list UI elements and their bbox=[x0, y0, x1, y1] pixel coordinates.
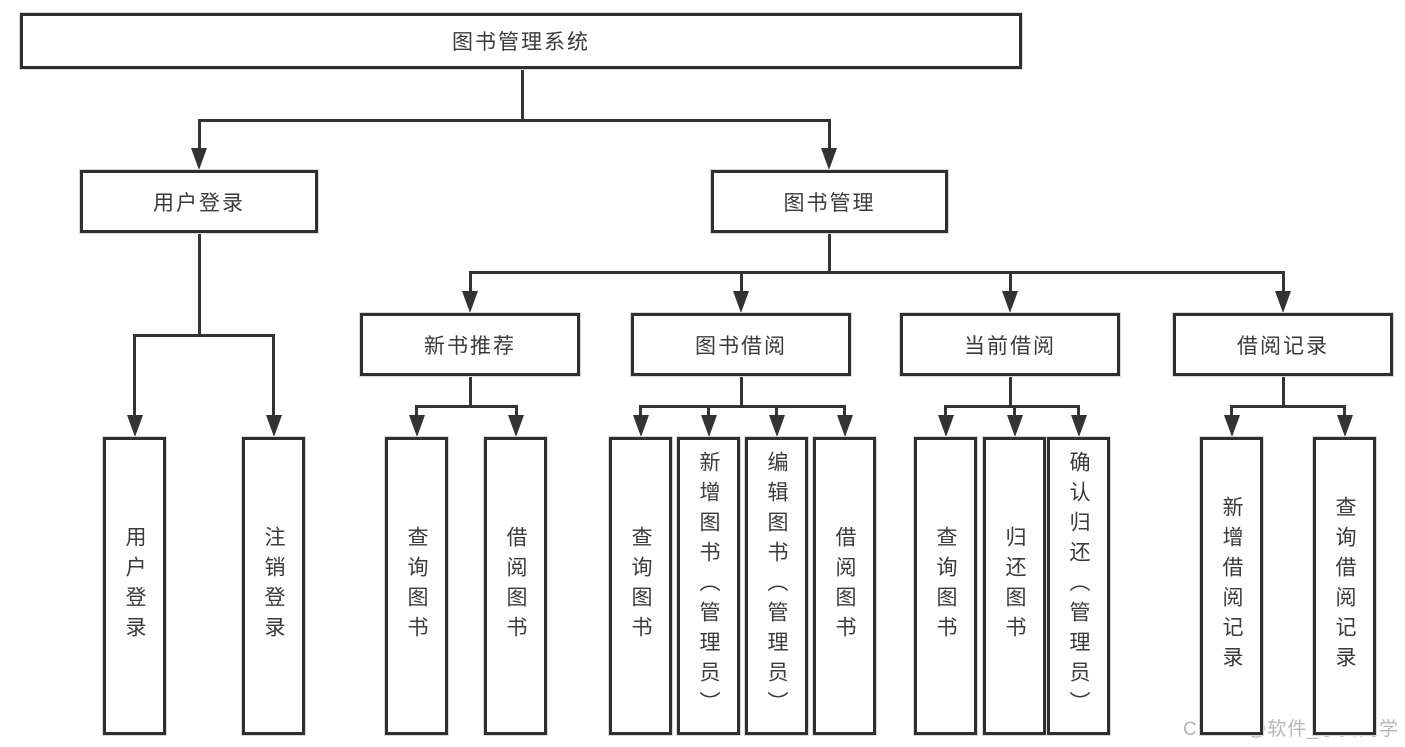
node-root: 图书管理系统 bbox=[20, 13, 1022, 69]
node-leaf-edit-books: 编辑图书（管理员） bbox=[745, 437, 808, 735]
node-book-borrowing: 图书借阅 bbox=[631, 313, 851, 376]
arrowhead-down-icon bbox=[462, 291, 478, 313]
arrowhead-down-icon bbox=[768, 415, 785, 437]
node-leaf-add-books: 新增图书（管理员） bbox=[677, 437, 740, 735]
connector-line bbox=[1343, 406, 1346, 418]
node-label-book-borrowing: 图书借阅 bbox=[695, 334, 787, 358]
connector-line bbox=[197, 120, 201, 151]
node-label-current-borrowing: 当前借阅 bbox=[964, 334, 1056, 358]
node-label-leaf-logout: 注销登录 bbox=[262, 526, 285, 646]
connector-line bbox=[272, 335, 275, 418]
node-leaf-query-borrow-rec: 查询借阅记录 bbox=[1313, 437, 1376, 735]
node-label-book-management: 图书管理 bbox=[783, 191, 876, 215]
node-new-book-recommend: 新书推荐 bbox=[360, 313, 580, 376]
arrowhead-down-icon bbox=[1002, 291, 1018, 313]
arrowhead-down-icon bbox=[126, 415, 143, 437]
connector-line bbox=[639, 404, 846, 408]
connector-line bbox=[468, 272, 472, 294]
node-label-leaf-add-borrow-rec: 新增借阅记录 bbox=[1220, 496, 1243, 676]
node-leaf-query-books-2: 查询图书 bbox=[609, 437, 672, 735]
connector-line bbox=[827, 233, 831, 272]
connector-line bbox=[1230, 404, 1346, 408]
connector-line bbox=[944, 404, 1080, 408]
connector-line bbox=[739, 272, 743, 294]
arrowhead-down-icon bbox=[1223, 415, 1240, 437]
connector-line bbox=[133, 333, 275, 337]
node-borrowing-records: 借阅记录 bbox=[1173, 313, 1393, 376]
arrowhead-down-icon bbox=[632, 415, 649, 437]
arrowhead-down-icon bbox=[1006, 415, 1023, 437]
connector-line bbox=[197, 118, 831, 122]
node-leaf-confirm-return: 确认归还（管理员） bbox=[1047, 437, 1110, 735]
node-label-new-book-recommend: 新书推荐 bbox=[424, 334, 516, 358]
connector-line bbox=[197, 233, 201, 335]
node-user-login: 用户登录 bbox=[80, 170, 318, 233]
node-leaf-return-books: 归还图书 bbox=[983, 437, 1046, 735]
node-label-leaf-query-books-3: 查询图书 bbox=[934, 526, 957, 646]
connector-line bbox=[843, 406, 846, 418]
node-label-leaf-query-books-2: 查询图书 bbox=[629, 526, 652, 646]
connector-line bbox=[514, 406, 518, 418]
node-label-borrowing-records: 借阅记录 bbox=[1237, 334, 1329, 358]
connector-line bbox=[707, 406, 710, 418]
node-leaf-borrow-books-1: 借阅图书 bbox=[484, 437, 547, 735]
arrowhead-down-icon bbox=[937, 415, 954, 437]
connector-line bbox=[1008, 376, 1012, 406]
arrowhead-down-icon bbox=[508, 415, 524, 437]
node-leaf-query-books-3: 查询图书 bbox=[914, 437, 977, 735]
node-label-leaf-query-borrow-rec: 查询借阅记录 bbox=[1333, 496, 1356, 676]
connector-line bbox=[739, 376, 743, 406]
node-label-leaf-return-books: 归还图书 bbox=[1003, 526, 1026, 646]
node-leaf-logout: 注销登录 bbox=[242, 437, 305, 735]
connector-line bbox=[775, 406, 778, 418]
connector-line bbox=[1230, 406, 1233, 418]
connector-line bbox=[468, 270, 1285, 274]
node-label-leaf-edit-books: 编辑图书（管理员） bbox=[765, 451, 788, 721]
node-label-leaf-user-login: 用户登录 bbox=[123, 526, 146, 646]
node-current-borrowing: 当前借阅 bbox=[900, 313, 1120, 376]
arrowhead-down-icon bbox=[265, 415, 282, 437]
node-label-leaf-query-books-1: 查询图书 bbox=[405, 526, 428, 646]
connector-line bbox=[468, 376, 472, 406]
node-label-leaf-confirm-return: 确认归还（管理员） bbox=[1067, 451, 1090, 721]
node-label-leaf-borrow-books-1: 借阅图书 bbox=[504, 526, 527, 646]
arrowhead-down-icon bbox=[836, 415, 853, 437]
connector-line bbox=[944, 406, 947, 418]
connector-line bbox=[520, 69, 524, 120]
connector-line bbox=[415, 404, 518, 408]
connector-line bbox=[1281, 376, 1285, 406]
connector-line bbox=[827, 120, 831, 151]
connector-line bbox=[415, 406, 418, 418]
node-leaf-borrow-books-2: 借阅图书 bbox=[813, 437, 876, 735]
connector-line bbox=[1077, 406, 1080, 418]
node-leaf-add-borrow-rec: 新增借阅记录 bbox=[1200, 437, 1263, 735]
connector-line bbox=[1013, 406, 1016, 418]
arrowhead-down-icon bbox=[408, 415, 425, 437]
arrowhead-down-icon bbox=[1070, 415, 1087, 437]
arrowhead-down-icon bbox=[1336, 415, 1353, 437]
arrowhead-down-icon bbox=[821, 148, 837, 170]
node-label-leaf-add-books: 新增图书（管理员） bbox=[697, 451, 720, 721]
node-book-management: 图书管理 bbox=[711, 170, 948, 233]
node-leaf-query-books-1: 查询图书 bbox=[385, 437, 448, 735]
node-label-user-login: 用户登录 bbox=[153, 191, 245, 215]
arrowhead-down-icon bbox=[700, 415, 717, 437]
arrowhead-down-icon bbox=[1275, 291, 1291, 313]
node-label-root: 图书管理系统 bbox=[452, 31, 590, 54]
arrowhead-down-icon bbox=[191, 148, 207, 170]
connector-line bbox=[133, 335, 136, 418]
connector-line bbox=[639, 406, 642, 418]
node-leaf-user-login: 用户登录 bbox=[103, 437, 166, 735]
node-label-leaf-borrow-books-2: 借阅图书 bbox=[833, 526, 856, 646]
connector-line bbox=[1281, 272, 1285, 294]
connector-line bbox=[1008, 272, 1012, 294]
arrowhead-down-icon bbox=[733, 291, 749, 313]
